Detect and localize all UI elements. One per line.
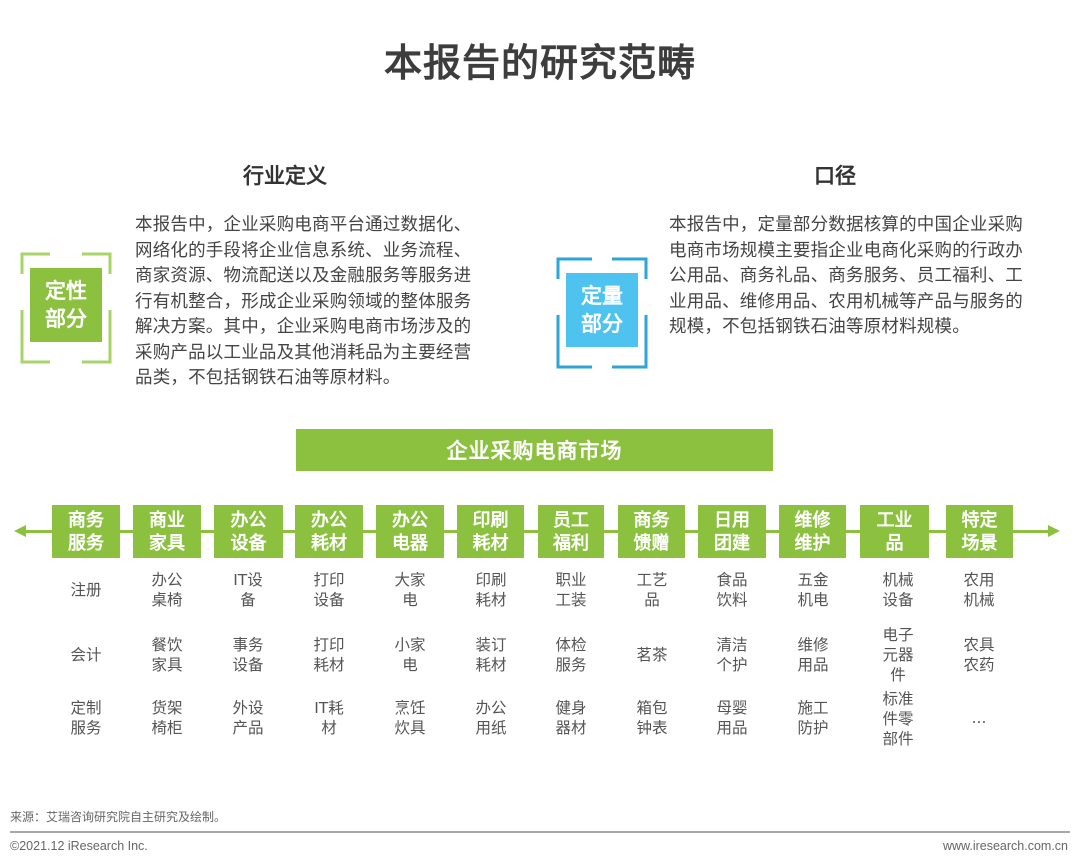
arrow-right-icon	[1048, 525, 1060, 537]
item-text: 体检 服务	[555, 636, 587, 674]
category-business-gifts: 商务 馈赠	[618, 505, 685, 558]
category-printing-supplies: 印刷 耗材	[457, 505, 524, 558]
category-business-services: 商务 服务	[52, 505, 120, 558]
item-text: 装订 耗材	[475, 636, 507, 674]
item-text: 办公 用纸	[475, 699, 507, 737]
qualitative-badge-label-box: 定性部分	[30, 268, 102, 342]
copyright: ©2021.12 iResearch Inc.	[10, 839, 148, 853]
item-text: 五金 机电	[797, 571, 829, 609]
category-office-equipment: 办公 设备	[214, 505, 283, 558]
item-text: 餐饮 家具	[151, 636, 183, 674]
qualitative-badge: 定性部分	[20, 252, 112, 364]
page-title: 本报告的研究范畴	[383, 41, 696, 85]
item-text: 食品 饮料	[716, 571, 748, 609]
qualitative-badge-label: 定性部分	[45, 279, 87, 331]
item-text: 烹饪 炊具	[394, 699, 426, 737]
item-text: 工艺 品	[636, 571, 668, 609]
quantitative-badge-label-box: 定量部分	[566, 273, 638, 347]
timeline-line	[22, 530, 1052, 533]
item-text: 打印 设备	[313, 571, 345, 609]
source-note: 来源：艾瑞咨询研究院自主研究及绘制。	[10, 810, 227, 824]
item-text: IT耗 材	[314, 699, 344, 737]
item-text: 清洁 个护	[716, 636, 748, 674]
item-text: 施工 防护	[797, 699, 829, 737]
category-commercial-furniture: 商业 家具	[133, 505, 201, 558]
quantitative-badge-label: 定量部分	[581, 284, 623, 336]
item-text: 注册	[70, 581, 102, 599]
item-text: 标准 件零 部件	[882, 690, 914, 748]
website-link[interactable]: www.iresearch.com.cn	[942, 839, 1068, 853]
item-text: IT设 备	[233, 571, 263, 609]
item-text: 电子 元器 件	[882, 626, 914, 684]
bracket-frame-icon	[556, 257, 648, 369]
item-text: 办公 桌椅	[151, 571, 183, 609]
item-text: ...	[971, 709, 987, 727]
category-daily-team-building: 日用 团建	[698, 505, 766, 558]
item-text: 母婴 用品	[716, 699, 748, 737]
item-text: 农用 机械	[963, 571, 995, 609]
category-specific-scenarios: 特定 场景	[946, 505, 1013, 558]
category-office-appliances: 办公 电器	[376, 505, 444, 558]
item-text: 职业 工装	[555, 571, 587, 609]
category-office-supplies: 办公 耗材	[295, 505, 363, 558]
quantitative-badge: 定量部分	[556, 257, 648, 369]
scope-heading: 口径	[814, 164, 856, 188]
item-text: 打印 耗材	[313, 636, 345, 674]
item-text: 外设 产品	[232, 699, 264, 737]
item-text: 箱包 钟表	[636, 699, 668, 737]
item-text: 事务 设备	[232, 636, 264, 674]
item-text: 货架 椅柜	[151, 699, 183, 737]
item-text: 农具 农药	[963, 636, 995, 674]
footer-divider	[10, 831, 1070, 833]
bracket-frame-icon	[20, 252, 112, 364]
item-text: 维修 用品	[797, 636, 829, 674]
item-text: 机械 设备	[882, 571, 914, 609]
category-industrial-goods: 工业 品	[860, 505, 929, 558]
item-text: 小家 电	[394, 636, 426, 674]
category-maintenance: 维修 维护	[779, 505, 846, 558]
item-text: 大家 电	[394, 571, 426, 609]
scope-text: 本报告中，定量部分数据核算的中国企业采购电商市场规模主要指企业电商化采购的行政办…	[669, 215, 1023, 337]
industry-definition-heading: 行业定义	[243, 164, 327, 188]
item-text: 茗茶	[636, 646, 668, 664]
item-text: 定制 服务	[70, 699, 102, 737]
industry-definition-text: 本报告中，企业采购电商平台通过数据化、网络化的手段将企业信息系统、业务流程、商家…	[135, 215, 472, 388]
item-text: 健身 器材	[555, 699, 587, 737]
market-label-bar: 企业采购电商市场	[296, 429, 773, 471]
item-text: 印刷 耗材	[475, 571, 507, 609]
category-employee-benefits: 员工 福利	[538, 505, 604, 558]
item-text: 会计	[70, 646, 102, 664]
arrow-left-icon	[14, 525, 26, 537]
